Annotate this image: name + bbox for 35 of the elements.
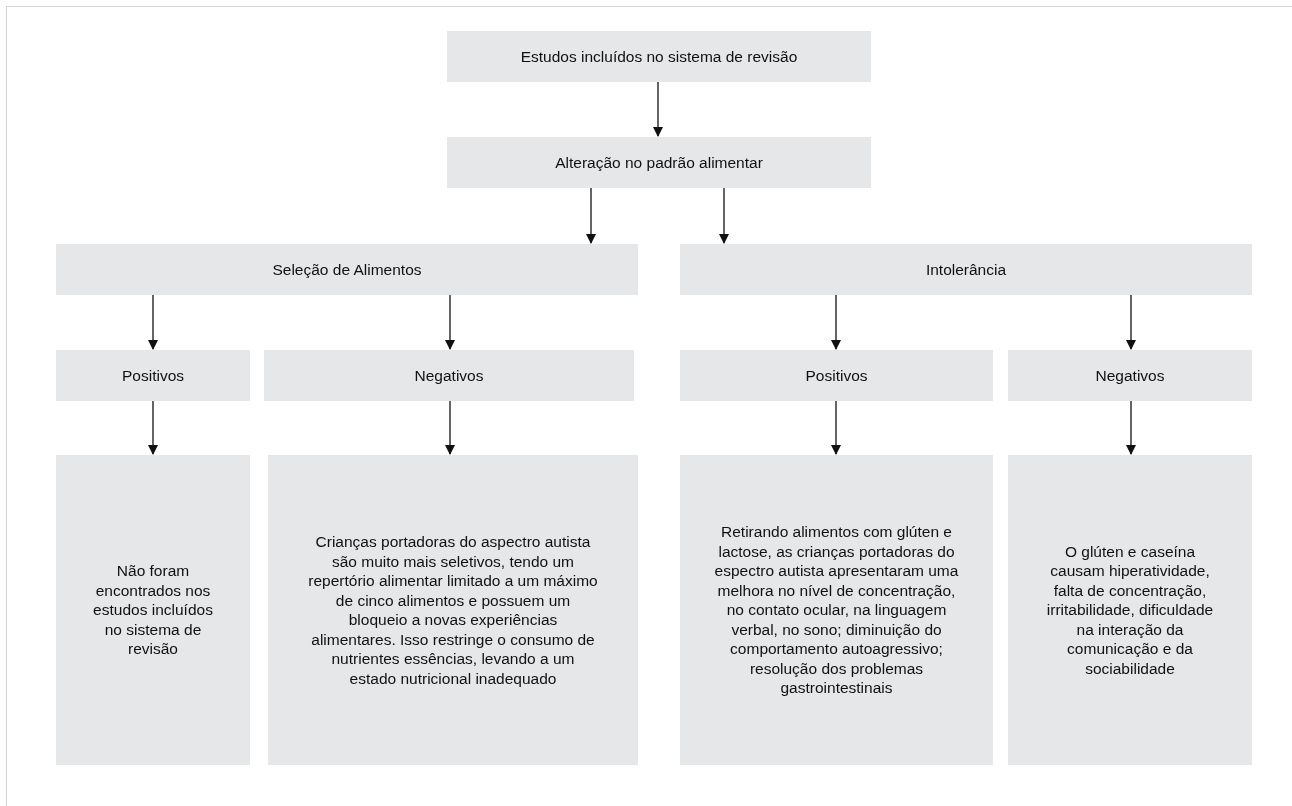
- process-box: [680, 455, 993, 765]
- box-text: Alteração no padrão alimentar: [555, 152, 763, 173]
- arrow: [445, 400, 455, 455]
- box-text: Intolerância: [925, 259, 1007, 280]
- box-text: Positivos: [805, 365, 868, 386]
- box-text: Positivos: [122, 365, 184, 386]
- box-text: Estudos incluídos no sistema de revisão: [520, 46, 798, 67]
- process-box: [680, 244, 1252, 295]
- arrow: [586, 187, 596, 244]
- process-box: [264, 350, 634, 401]
- process-box: [56, 455, 250, 765]
- arrow: [148, 400, 158, 455]
- box-text: Crianças portadoras do aspectro autista são muito mais seletivos, tendo um repertório alimentar limitado a um máximo de cinco alimentos e possuem um bloqueio a novas experiências alimentares. Isso restringe o consumo de nutrientes essências, levando a um estado nutricional inadequado: [308, 532, 598, 688]
- process-box: [56, 244, 638, 295]
- box-text: Seleção de Alimentos: [272, 259, 422, 280]
- arrow: [1126, 400, 1136, 455]
- arrow: [653, 81, 663, 137]
- box-text: Negativos: [1095, 365, 1165, 386]
- process-box: [447, 137, 871, 188]
- arrow: [445, 294, 455, 350]
- arrow: [148, 294, 158, 350]
- process-box: [1008, 350, 1252, 401]
- arrow: [831, 400, 841, 455]
- process-box: [680, 350, 993, 401]
- box-text: Não foram encontrados nos estudos incluídos no sistema de revisão: [92, 561, 214, 659]
- process-box: [56, 350, 250, 401]
- box-text: Negativos: [414, 365, 484, 386]
- process-box: [1008, 455, 1252, 765]
- process-box: [268, 455, 638, 765]
- process-box: [447, 31, 871, 82]
- arrow: [719, 187, 729, 244]
- box-text: O glúten e caseína causam hiperatividade, falta de concentração, irritabilidade, dificuldade na interação da comunicação e da sociabilidade: [1045, 541, 1215, 679]
- arrow: [831, 294, 841, 350]
- box-text: Retirando alimentos com glúten e lactose, as crianças portadoras do espectro autista apresentaram uma melhora no nível de concentração, no contato ocular, na linguagem verbal, no sono; diminuição do comportamento autoagressivo; resolução dos problemas gastrointestinais: [713, 522, 960, 698]
- arrow: [1126, 294, 1136, 350]
